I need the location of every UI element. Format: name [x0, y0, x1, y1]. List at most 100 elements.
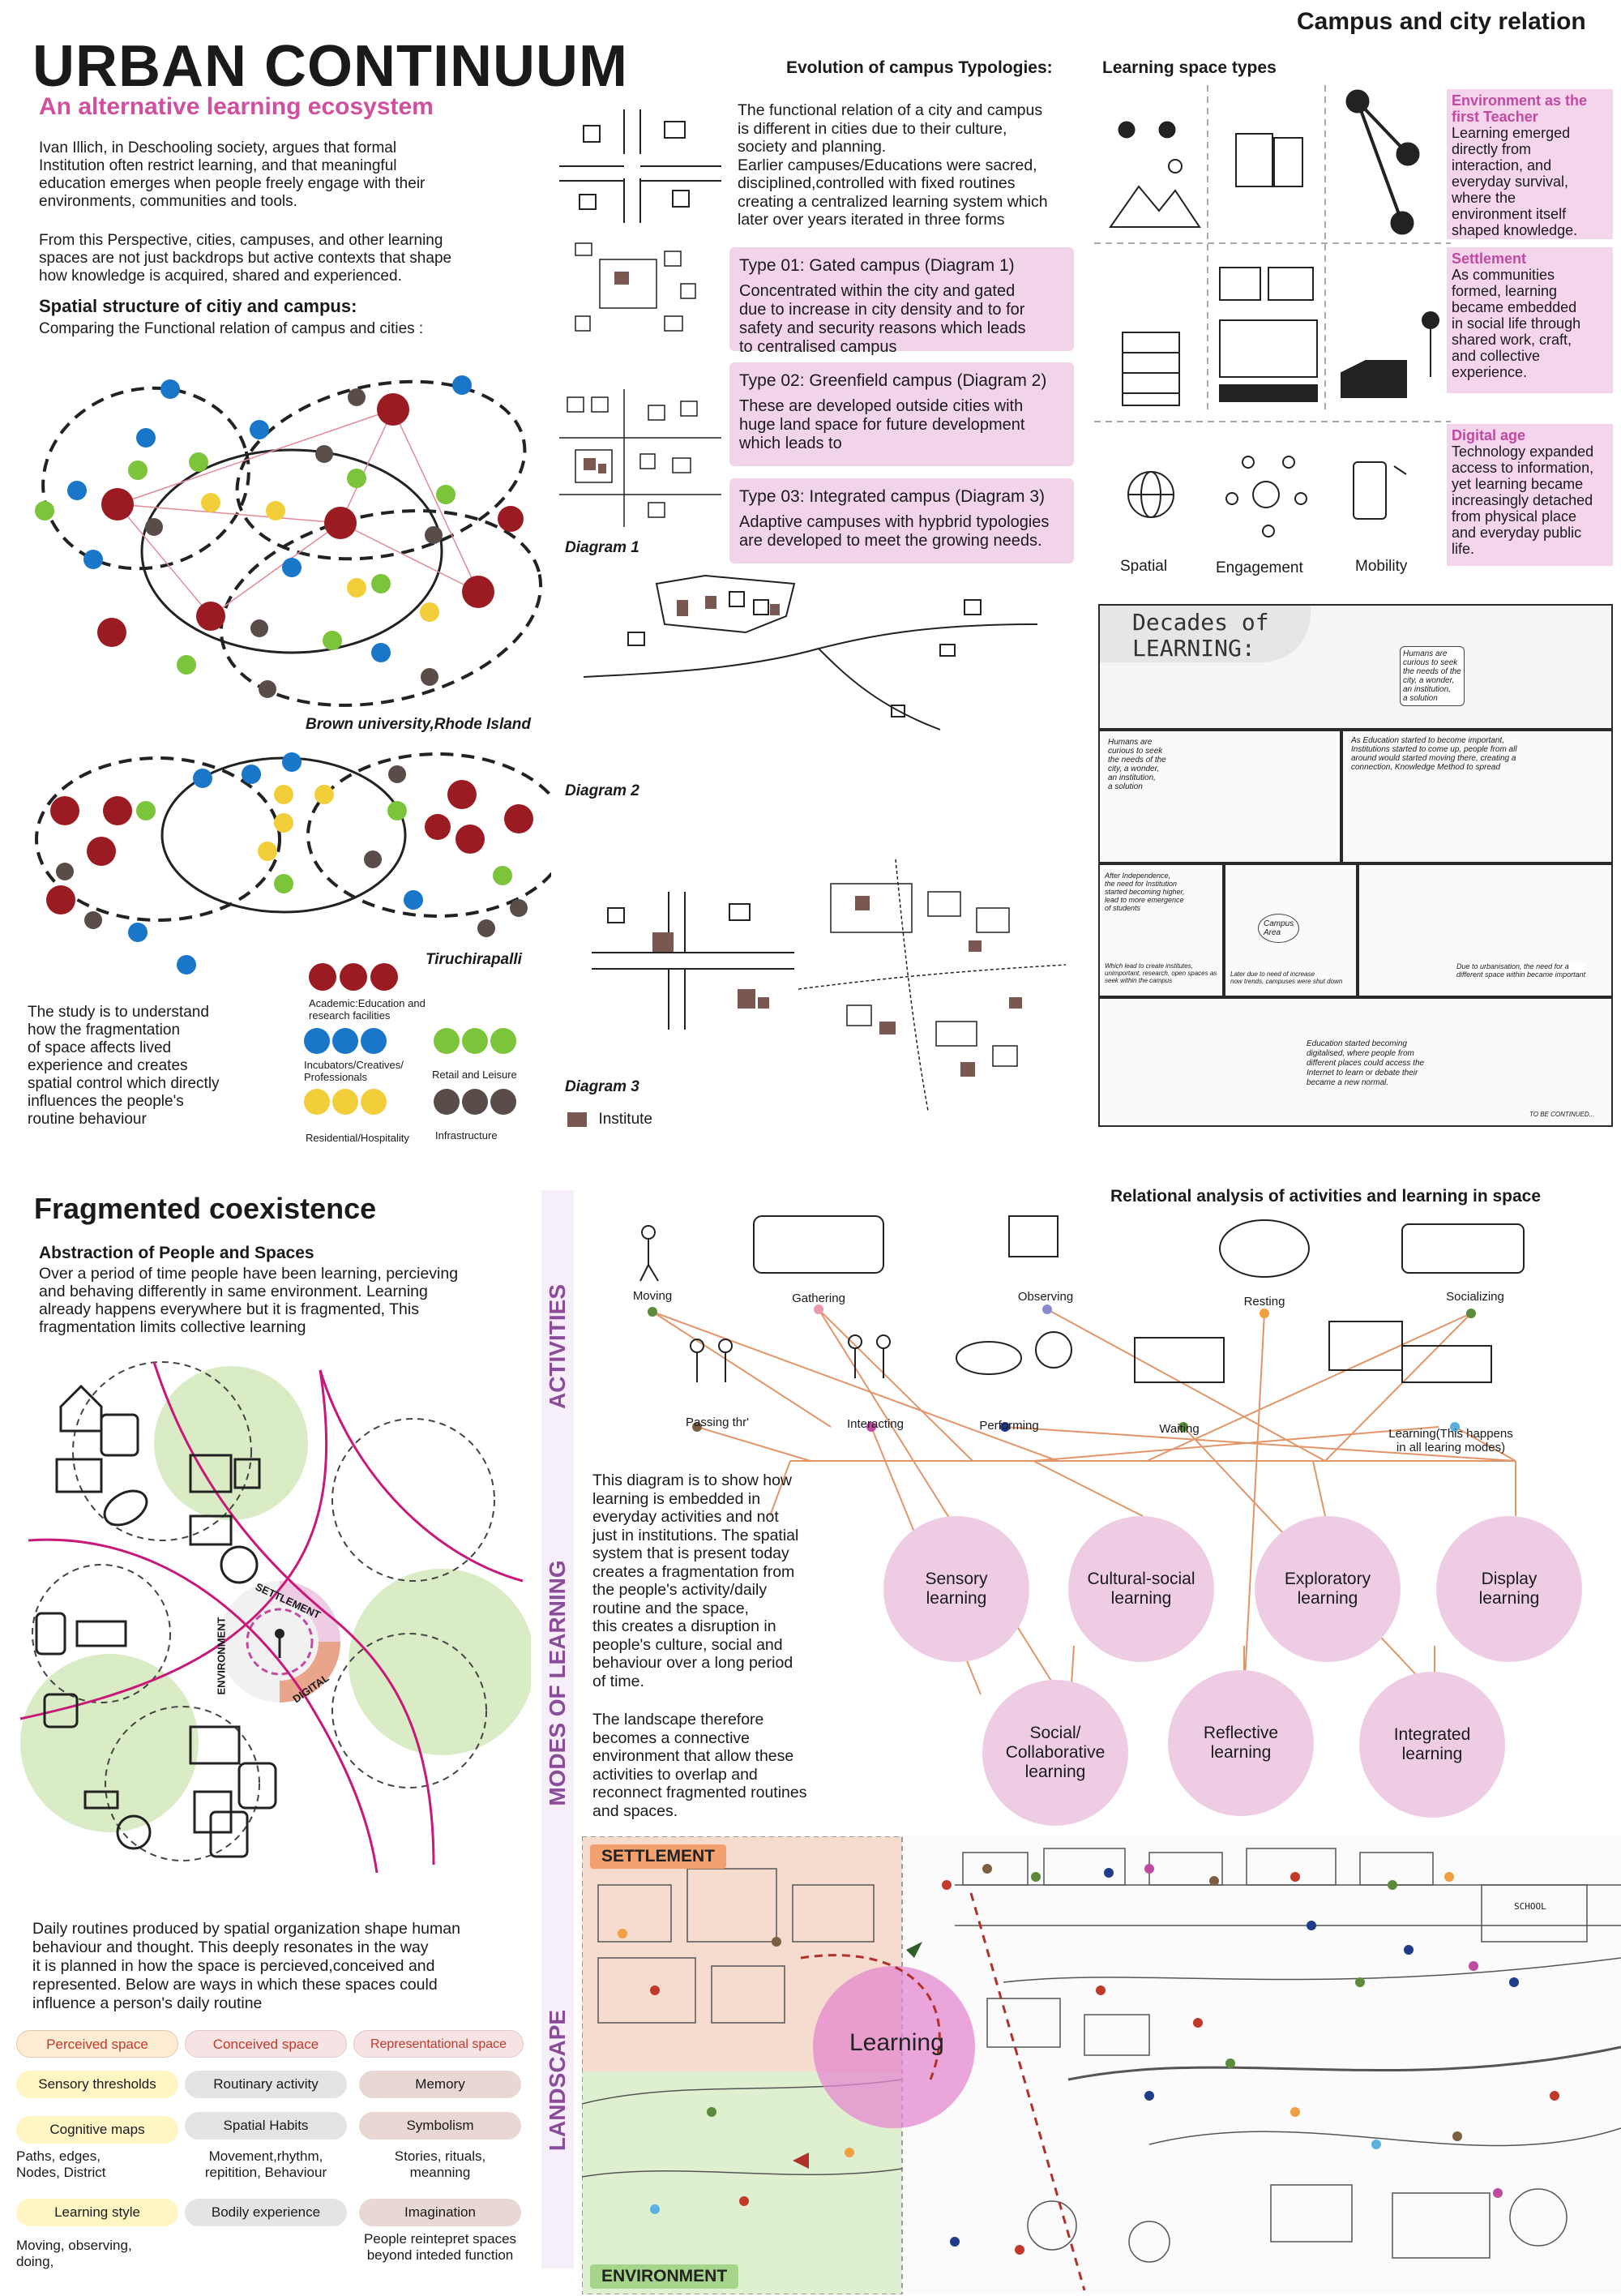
comic-note-3: As Education started to become important… — [1351, 736, 1517, 772]
comic-title: Decades of LEARNING: — [1132, 609, 1269, 662]
comic-note-7: Later due to need of increase now trends… — [1230, 970, 1343, 985]
diagram-3-label: Diagram 3 — [565, 1078, 639, 1095]
pill-sensory-thresholds: Sensory thresholds — [16, 2071, 178, 2098]
type-03-box: Type 03: Integrated campus (Diagram 3) A… — [729, 478, 1074, 563]
legend: Academic:Education and research faciliti… — [304, 963, 547, 1146]
mode-sensory-learning: Sensory learning — [883, 1516, 1029, 1662]
comic-note-1: Humans are curious to seek the needs of … — [1400, 646, 1465, 706]
type-02-box: Type 02: Greenfield campus (Diagram 2) T… — [729, 362, 1074, 466]
type-02-title: Type 02: Greenfield campus (Diagram 2) — [739, 371, 1047, 390]
legend-residential-icons — [304, 1089, 387, 1119]
top-right-title: Campus and city relation — [1297, 8, 1586, 35]
pill-memory: Memory — [359, 2071, 521, 2098]
comic-panel-6: Due to urbanisation, the need for a diff… — [1358, 863, 1613, 997]
comic-note-5: Which lead to create institutes, unimpor… — [1105, 962, 1217, 984]
legend-academic-label: Academic:Education and research faciliti… — [309, 997, 426, 1022]
settlement-body: As communities formed, learning became e… — [1452, 267, 1581, 380]
env-first-teacher-body: Learning emerged directly from interacti… — [1452, 125, 1578, 238]
activity-illustrations — [639, 1215, 1525, 1383]
comic-panel-7: Education started becoming digitalised, … — [1098, 997, 1613, 1127]
activity-resting: Resting — [1243, 1295, 1285, 1309]
fragmented-heading: Fragmented coexistence — [34, 1192, 377, 1225]
legend-infrastructure-icons — [434, 1089, 516, 1119]
landscape-map: SETTLEMENT ENVIRONMENT Learning SCHOOL — [582, 1836, 1621, 2294]
page-subtitle: An alternative learning ecosystem — [39, 93, 434, 120]
activity-socializing: Socializing — [1446, 1290, 1504, 1304]
gated-campus-plan-2 — [575, 242, 696, 332]
comic-note-10: TO BE CONTINUED... — [1529, 1111, 1595, 1118]
comic-note-8: Due to urbanisation, the need for a diff… — [1456, 962, 1586, 979]
relational-landscape-text: The landscape therefore becomes a connec… — [592, 1711, 807, 1820]
legend-incubator-label: Incubators/Creatives/ Professionals — [304, 1059, 404, 1083]
row3-icons — [1127, 456, 1407, 538]
vertical-label-activities: ACTIVITIES — [545, 1284, 570, 1410]
activity-moving: Moving — [632, 1289, 673, 1303]
decades-comic: Decades of LEARNING: Humans are curious … — [1098, 604, 1613, 1127]
venn-diagram-brown — [35, 375, 543, 707]
fragmented-diagram — [19, 1361, 531, 1873]
intro-paragraph-2: From this Perspective, cities, campuses,… — [39, 232, 452, 285]
comic-note-2: Humans are curious to seek the needs of … — [1108, 738, 1166, 791]
gated-campus-plan-3 — [559, 389, 721, 527]
fragmented-body: Over a period of time people have been l… — [39, 1265, 459, 1336]
relational-heading: Relational analysis of activities and le… — [1110, 1187, 1542, 1206]
venn2-caption: Tiruchirapalli — [426, 951, 522, 968]
type-01-box: Type 01: Gated campus (Diagram 1) Concen… — [729, 247, 1074, 356]
venn-diagram-tiruchirapalli — [35, 752, 551, 975]
row1-icons — [1109, 89, 1420, 235]
institute-label: Institute — [598, 1111, 652, 1128]
landscape-school-sign: SCHOOL — [1514, 1901, 1546, 1912]
legend-academic-icons — [309, 963, 398, 995]
sub-stories-rituals: Stories, rituals, meanning — [394, 2148, 486, 2180]
activity-waiting: Waiting — [1159, 1422, 1200, 1436]
activity-observing: Observing — [1017, 1290, 1074, 1304]
legend-infrastructure-label: Infrastructure — [435, 1129, 498, 1142]
sub-movement-rhythm: Movement,rhythm, repitition, Behaviour — [204, 2148, 327, 2180]
mode-cultural-social-learning: Cultural-social learning — [1068, 1516, 1214, 1662]
spatial-subheading: Comparing the Functional relation of cam… — [39, 320, 424, 337]
evolution-heading: Evolution of campus Typologies: — [786, 58, 1053, 77]
diagram-2-label: Diagram 2 — [565, 782, 639, 799]
mode-integrated-learning: Integrated learning — [1359, 1672, 1505, 1818]
pill-spatial-habits: Spatial Habits — [185, 2112, 347, 2140]
comic-panel-4: After Independence, the need for Institu… — [1098, 863, 1224, 997]
pill-cognitive-maps: Cognitive maps — [16, 2116, 178, 2144]
learning-types-grid — [1094, 85, 1451, 538]
activity-dots — [648, 1304, 1476, 1432]
header-conceived-space: Conceived space — [185, 2030, 347, 2058]
legend-incubator-icons — [304, 1028, 387, 1058]
study-text: The study is to understand how the fragm… — [28, 1004, 220, 1128]
comic-panel-3: As Education started to become important… — [1341, 730, 1613, 863]
pill-learning-style: Learning style — [16, 2199, 178, 2226]
header-representational-space: Representational space — [353, 2030, 524, 2058]
integrated-campus-plan-a — [592, 892, 794, 1030]
pill-imagination: Imagination — [359, 2199, 521, 2226]
type-02-body: These are developed outside cities with … — [739, 397, 1025, 452]
greenfield-campus-plan — [584, 574, 1037, 730]
activity-performing: Performing — [979, 1419, 1039, 1433]
vertical-divider — [541, 1190, 574, 2268]
diagram-1-label: Diagram 1 — [565, 539, 639, 556]
mode-exploratory-learning: Exploratory learning — [1255, 1516, 1401, 1662]
digital-age-box: Digital age Technology expanded access t… — [1447, 424, 1613, 566]
type-03-title: Type 03: Integrated campus (Diagram 3) — [739, 487, 1046, 506]
institute-legend: Institute — [567, 1111, 652, 1129]
activity-interacting: Interacting — [846, 1417, 905, 1431]
activity-gathering: Gathering — [792, 1292, 845, 1305]
integrated-campus-plan-b — [798, 859, 1066, 1111]
env-first-teacher-box: Environment as the first Teacher Learnin… — [1447, 89, 1613, 239]
venn1-icons — [35, 375, 524, 698]
activity-learning: Learning(This happens in all learing mod… — [1388, 1427, 1513, 1454]
digital-age-body: Technology expanded access to informatio… — [1452, 443, 1594, 557]
landscape-sketch — [582, 1836, 1621, 2294]
type-01-title: Type 01: Gated campus (Diagram 1) — [739, 256, 1015, 275]
page-title: URBAN CONTINUUM — [32, 34, 628, 99]
vertical-label-landscape: LANDSCAPE — [545, 2009, 570, 2152]
evolution-intro: The functional relation of a city and ca… — [738, 101, 1048, 229]
learning-types-heading: Learning space types — [1102, 58, 1277, 77]
env-first-teacher-title: Environment as the first Teacher — [1452, 92, 1588, 125]
intro-paragraph-1: Ivan Illich, in Deschooling society, arg… — [39, 139, 426, 210]
mode-reflective-learning: Reflective learning — [1168, 1670, 1314, 1816]
routine-text: Daily routines produced by spatial organ… — [32, 1920, 460, 2012]
header-perceived-space: Perceived space — [16, 2030, 178, 2058]
